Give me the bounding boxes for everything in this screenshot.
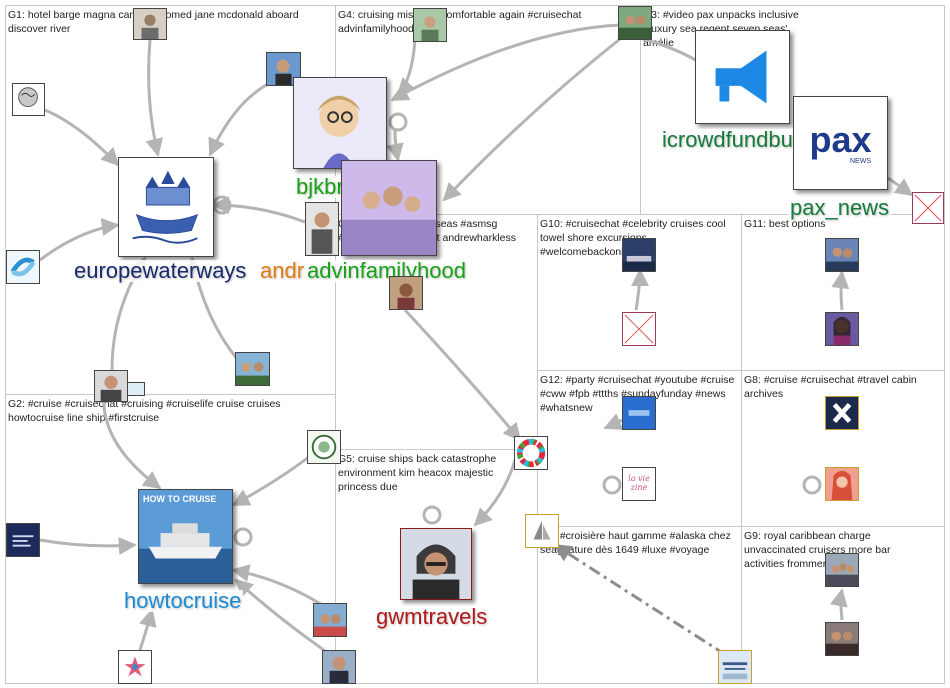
- person-photo-icon: [95, 371, 127, 402]
- node-swirl[interactable]: [6, 250, 40, 284]
- group-title: G12: #party #cruisechat #youtube #cruise…: [540, 374, 735, 414]
- label-howtocruise: howtocruise: [122, 588, 244, 613]
- colorful-star-logo-icon: [119, 651, 151, 683]
- label-europewaterways: europewaterways: [72, 258, 249, 283]
- node-advinfamilyhood[interactable]: [341, 160, 437, 256]
- person-photo-icon: [134, 9, 166, 40]
- label-andr: andr: [258, 258, 307, 283]
- node-avatar[interactable]: [618, 6, 652, 40]
- node-avatar[interactable]: [825, 238, 859, 272]
- circular-logo-icon: [308, 431, 340, 463]
- person-photo-icon: [306, 203, 338, 254]
- node-missing-image[interactable]: [622, 312, 656, 346]
- node-croisiere-logo[interactable]: [718, 650, 752, 684]
- group-title: G9: royal caribbean charge unvaccinated …: [744, 530, 891, 570]
- label-icrowdfundbu: icrowdfundbu: [660, 127, 795, 152]
- la-vie-zine-logo-text: la vie zine: [628, 474, 650, 492]
- person-photo-icon: [826, 313, 858, 345]
- node-logo[interactable]: [525, 514, 559, 548]
- node-avatar[interactable]: [322, 650, 356, 684]
- node-avatar[interactable]: [825, 312, 859, 346]
- group-title: G4: cruising miss feel comfortable again…: [338, 9, 582, 35]
- node-europewaterways[interactable]: [118, 157, 214, 257]
- node-x-logo[interactable]: [825, 396, 859, 430]
- node-avatar[interactable]: [413, 8, 447, 42]
- pax-logo-text: pax: [809, 118, 872, 160]
- sdg-wheel-icon: [515, 437, 547, 469]
- group-g5: G5: cruise ships back catastrophe enviro…: [335, 449, 538, 684]
- group-photo-icon: [826, 554, 858, 586]
- group-photo-icon: [826, 623, 858, 655]
- node-avatar[interactable]: [133, 8, 167, 40]
- person-photo-icon: [619, 7, 651, 39]
- node-logo[interactable]: [307, 430, 341, 464]
- globe-icon: [13, 84, 44, 115]
- group-title: G1: hotel barge magna carta welcomed jan…: [8, 9, 299, 35]
- person-photo-icon: [267, 53, 300, 86]
- howtocruise-banner: HOW TO CRUISE: [143, 494, 217, 504]
- node-pax-news[interactable]: pax NEWS: [793, 96, 888, 190]
- node-logo[interactable]: [622, 396, 656, 430]
- couple-photo-icon: [236, 353, 269, 386]
- node-avatar[interactable]: [622, 238, 656, 272]
- luxury-cruise-logo-icon: [719, 651, 751, 683]
- industry-logo-icon: [7, 524, 39, 556]
- node-avatar[interactable]: [389, 276, 423, 310]
- cartoon-avatar-icon: [294, 78, 386, 169]
- castle-ship-logo-icon: [119, 158, 213, 256]
- node-andr[interactable]: [305, 202, 339, 256]
- sail-logo-icon: [526, 515, 558, 547]
- node-avatar[interactable]: [235, 352, 270, 386]
- swirl-logo-icon: [7, 251, 39, 283]
- ship-photo-icon: [623, 239, 655, 271]
- x-logo-icon: [826, 397, 858, 429]
- group-title: G10: #cruisechat #celebrity cruises cool…: [540, 218, 726, 258]
- group-title: G7: #croisière haut gamme #alaska chez s…: [540, 530, 731, 556]
- label-gwmtravels: gwmtravels: [374, 604, 490, 629]
- node-avatar[interactable]: [825, 622, 859, 656]
- group-g12: G12: #party #cruisechat #youtube #cruise…: [537, 370, 742, 527]
- node-avatar[interactable]: [313, 603, 347, 637]
- group-g10: G10: #cruisechat #celebrity cruises cool…: [537, 214, 742, 371]
- node-logo[interactable]: [118, 650, 152, 684]
- person-photo-icon: [414, 9, 446, 41]
- person-photo-icon: [390, 277, 422, 309]
- group-title: G2: #cruise #cruisechat #cruising #cruis…: [8, 398, 281, 424]
- family-photo-icon: [342, 161, 436, 255]
- node-gwmtravels[interactable]: [400, 528, 472, 600]
- pax-logo-subtext: NEWS: [850, 157, 871, 165]
- group-g9: G9: royal caribbean charge unvaccinated …: [741, 526, 945, 684]
- group-g7: G7: #croisière haut gamme #alaska chez s…: [537, 526, 742, 684]
- node-avatar[interactable]: [94, 370, 128, 402]
- group-title: G5: cruise ships back catastrophe enviro…: [338, 453, 497, 493]
- node-la-vie-zine[interactable]: la vie zine: [622, 467, 656, 501]
- node-howtocruise[interactable]: HOW TO CRUISE: [138, 489, 233, 584]
- node-small-thumb[interactable]: [127, 382, 145, 396]
- megaphone-icon: [696, 31, 789, 124]
- blue-logo-icon: [623, 397, 655, 429]
- label-pax-news: pax_news: [788, 195, 892, 220]
- group-title: G8: #cruise #cruisechat #travel cabin ar…: [744, 374, 917, 400]
- person-photo-icon: [401, 529, 471, 599]
- person-photo-icon: [323, 651, 355, 683]
- node-globe[interactable]: [12, 83, 45, 116]
- cruise-ship-photo-icon: [139, 490, 232, 583]
- group-g8: G8: #cruise #cruisechat #travel cabin ar…: [741, 370, 945, 527]
- person-photo-icon: [826, 468, 858, 500]
- node-icrowdfundbu[interactable]: [695, 30, 790, 124]
- node-missing-image[interactable]: [912, 192, 944, 224]
- broken-image-icon: [623, 313, 655, 345]
- node-sdg-logo[interactable]: [514, 436, 548, 470]
- node-avatar[interactable]: [825, 553, 859, 587]
- label-advinfamilyhood: advinfamilyhood: [305, 258, 468, 283]
- node-bjkbrady[interactable]: [293, 77, 387, 169]
- node-avatar[interactable]: [825, 467, 859, 501]
- person-photo-icon: [314, 604, 346, 636]
- group-title: G11: best options: [744, 218, 826, 230]
- person-photo-icon: [826, 239, 858, 271]
- broken-image-icon: [913, 193, 943, 223]
- node-logo[interactable]: [6, 523, 40, 557]
